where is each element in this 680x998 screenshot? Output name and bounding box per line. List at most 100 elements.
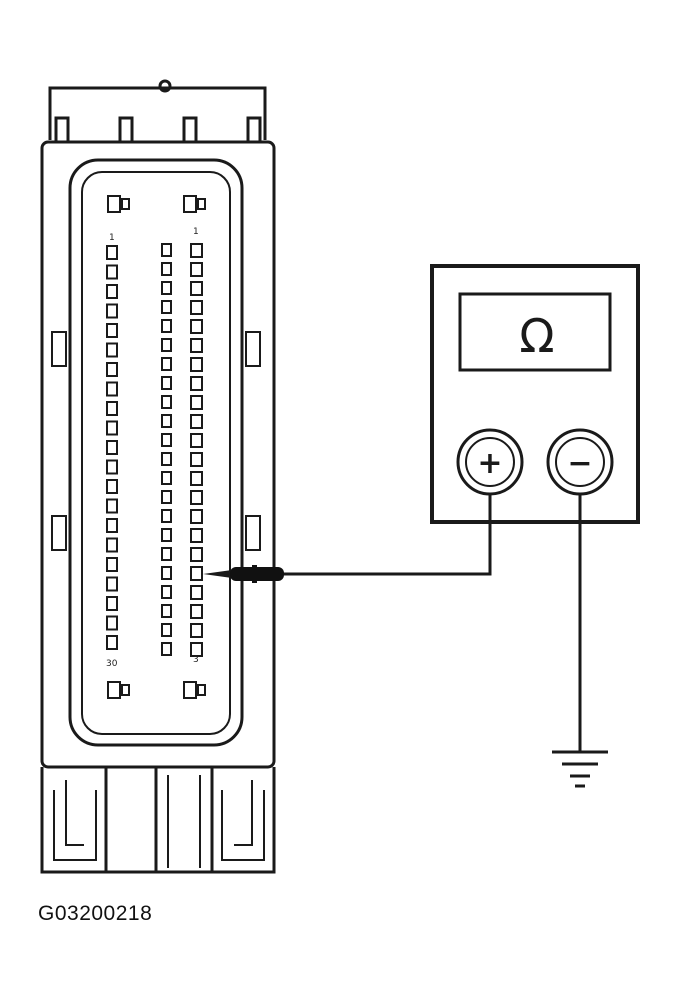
connector-pins <box>106 243 203 657</box>
connector-pin <box>190 471 203 486</box>
pin-label-top-right: 1 <box>193 227 199 237</box>
connector-pin <box>161 319 172 333</box>
connector-pin <box>106 576 118 592</box>
connector-pin <box>190 376 203 391</box>
connector-pin <box>190 262 203 277</box>
probe-band <box>252 565 257 583</box>
connector-pin <box>190 604 203 619</box>
connector-pin <box>161 547 172 561</box>
connector-side-tab <box>245 331 261 367</box>
figure-id: G03200218 <box>38 902 153 925</box>
connector-key <box>197 198 206 210</box>
connector-pin <box>106 284 118 299</box>
connector-pin <box>161 376 172 390</box>
connector-pin <box>161 585 172 599</box>
connector-pin <box>161 509 172 523</box>
ohmmeter: Ω + − <box>430 264 640 524</box>
connector-pin <box>106 420 118 436</box>
connector-pin <box>106 557 118 572</box>
connector-pin <box>190 452 203 467</box>
connector-pin <box>190 509 203 524</box>
connector-pin <box>106 303 118 319</box>
connector-pin <box>190 642 203 657</box>
connector-pin <box>161 623 172 637</box>
connector-pin <box>161 452 172 466</box>
positive-terminal <box>456 428 524 496</box>
connector-keys <box>107 195 206 699</box>
connector-skirt <box>40 767 276 874</box>
positive-terminal-label: + <box>477 446 502 481</box>
connector-key <box>197 684 206 696</box>
connector-pin <box>190 395 203 410</box>
connector-pin <box>190 281 203 296</box>
connector-top-tab <box>118 116 134 144</box>
connector-pin <box>190 414 203 429</box>
connector-top-tab <box>54 116 70 144</box>
test-probe <box>203 565 284 583</box>
connector-skirt-foot <box>234 780 253 846</box>
connector-pin <box>106 498 118 514</box>
connector-pin <box>161 281 172 295</box>
connector-pin <box>161 300 172 314</box>
connector-skirt-foot <box>65 780 84 846</box>
connector-pin <box>190 433 203 448</box>
connector-side-tab <box>245 515 261 551</box>
connector-pin <box>161 471 172 485</box>
connector-skirt-foot <box>53 790 97 861</box>
positive-lead <box>284 494 492 576</box>
connector-key <box>107 681 121 699</box>
connector-key <box>183 195 197 213</box>
connector-pin <box>161 338 172 352</box>
connector-latch-tab <box>158 79 172 93</box>
connector-pin <box>161 604 172 618</box>
connector <box>40 79 276 874</box>
positive-terminal-inner <box>465 437 515 487</box>
connector-latch <box>48 86 267 140</box>
connector-key <box>121 198 130 210</box>
connector-key <box>121 684 130 696</box>
negative-terminal-label: − <box>567 446 592 481</box>
connector-pin <box>106 596 118 611</box>
connector-key <box>183 681 197 699</box>
connector-pin <box>106 537 118 553</box>
connector-pin <box>190 585 203 600</box>
test-leads <box>284 494 582 752</box>
connector-pin <box>161 414 172 428</box>
connector-pin <box>106 479 118 494</box>
connector-side-tab <box>51 331 67 367</box>
connector-pin <box>106 264 118 280</box>
pin-label-bottom-right: 3 <box>193 655 199 665</box>
connector-pin <box>190 319 203 334</box>
connector-pin <box>106 342 118 358</box>
ground-icon <box>552 750 608 788</box>
connector-pin <box>161 433 172 447</box>
connector-pin <box>161 566 172 580</box>
connector-pin <box>190 566 203 581</box>
connector-pin <box>190 300 203 315</box>
connector-pin <box>190 357 203 372</box>
connector-pin <box>161 395 172 409</box>
connector-body <box>40 140 276 769</box>
connector-pin <box>106 323 118 338</box>
connector-pin <box>161 642 172 656</box>
connector-pin <box>106 245 118 260</box>
connector-pin <box>161 262 172 276</box>
connector-pin <box>106 401 118 416</box>
pin-label-top-left: 1 <box>109 233 115 243</box>
connector-pin-labels: 1 1 30 3 <box>106 227 199 669</box>
connector-pin <box>190 490 203 505</box>
connector-pin <box>106 518 118 533</box>
pin-label-bottom-left: 30 <box>106 659 118 669</box>
connector-cavity <box>81 171 231 735</box>
connector-pin <box>190 547 203 562</box>
connector-pin <box>106 362 118 377</box>
connector-pin <box>106 459 118 475</box>
connector-pin <box>190 528 203 543</box>
connector-pin <box>161 528 172 542</box>
connector-pin <box>106 635 118 650</box>
connector-pin <box>161 490 172 504</box>
meter-display <box>458 292 612 372</box>
connector-pin <box>106 615 118 631</box>
connector-inner-frame <box>68 158 244 747</box>
